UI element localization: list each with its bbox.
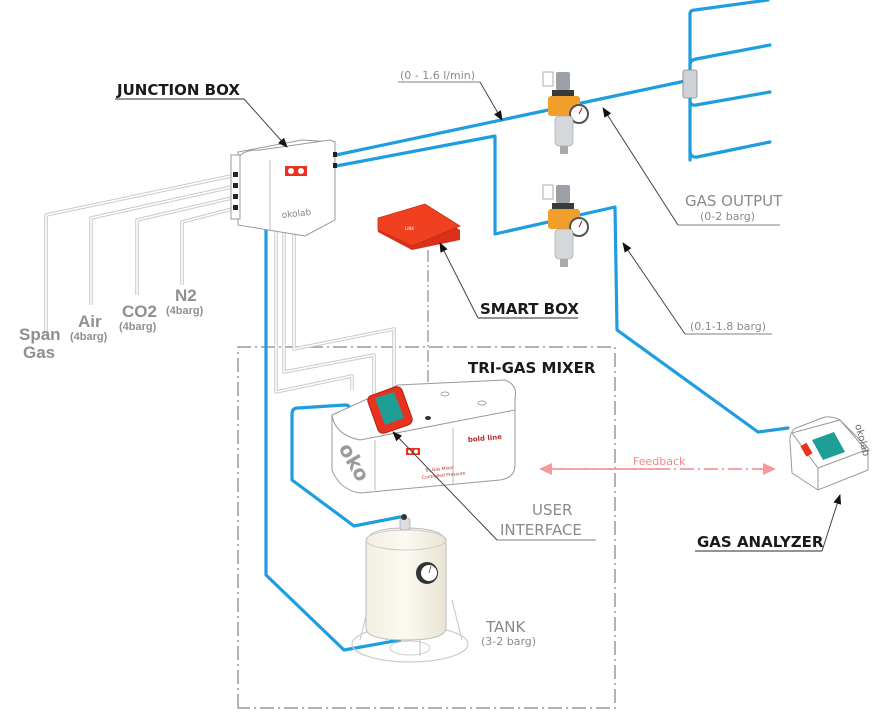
- gas-input-tubes: [44, 173, 237, 335]
- feedback-label: Feedback: [633, 455, 686, 468]
- smart-box[interactable]: LINK: [377, 203, 461, 250]
- output-manifold[interactable]: [682, 69, 698, 99]
- gas-analyzer[interactable]: okolab: [789, 416, 871, 491]
- tank[interactable]: [351, 514, 469, 663]
- gas-input-span-line1: Span: [19, 325, 61, 344]
- gas-analyzer-label: GAS ANALYZER: [697, 533, 824, 551]
- mixer-caption-1: Tri-Gas Mixer: [424, 465, 455, 474]
- mixer-product-name: bold line: [467, 433, 502, 444]
- junction-ports: [233, 152, 337, 210]
- gas-input-n2-pressure: (4barg): [166, 305, 204, 317]
- pipes: [264, 0, 790, 652]
- junction-brand: okolab: [281, 208, 312, 221]
- gas-output-label: GAS OUTPUT: [685, 192, 783, 210]
- junction-box[interactable]: okolab: [230, 139, 337, 237]
- gas-input-air-name: Air: [78, 312, 102, 331]
- user-interface-label-1: USER: [532, 501, 572, 519]
- tank-label: TANK: [485, 618, 526, 636]
- regulator-top[interactable]: [542, 71, 589, 154]
- regulator-bottom[interactable]: [542, 184, 589, 267]
- labels: JUNCTION BOX (0 - 1.6 l/min) GAS OUTPUT …: [116, 69, 824, 648]
- oko-logo-icon: [285, 166, 307, 176]
- gas-input-span-line2: Gas: [23, 343, 55, 362]
- gas-input-air-pressure: (4barg): [70, 331, 108, 343]
- feedback-pressure-label: (0.1-1.8 barg): [690, 320, 766, 333]
- user-interface-label-2: INTERFACE: [500, 521, 582, 539]
- tri-gas-mixer-unit[interactable]: oko bold line Tri-Gas Mixer Controlled P…: [331, 379, 516, 494]
- leader-lines: [115, 81, 842, 552]
- gas-input-labels: Span Gas Air (4barg) CO2 (4barg) N2 (4ba…: [19, 286, 204, 362]
- gas-input-n2-name: N2: [175, 286, 197, 305]
- flow-range-label: (0 - 1.6 l/min): [400, 69, 475, 82]
- gas-output-range-label: (0-2 barg): [700, 210, 755, 223]
- feedback-arrow: Feedback: [539, 455, 776, 475]
- gas-input-co2-pressure: (4barg): [119, 321, 157, 333]
- gas-input-co2-name: CO2: [122, 302, 157, 321]
- oko-logo-icon: [800, 442, 813, 457]
- junction-to-mixer-tubes: [274, 228, 396, 395]
- tri-gas-mixer-label: TRI-GAS MIXER: [468, 359, 596, 377]
- oko-logo-icon: [406, 448, 420, 455]
- junction-box-label: JUNCTION BOX: [116, 81, 240, 99]
- user-interface-tablet[interactable]: [367, 386, 413, 434]
- smart-box-marking: LINK: [405, 226, 414, 231]
- smart-box-label: SMART BOX: [480, 300, 579, 318]
- tri-gas-mixer-enclosure: [237, 346, 616, 709]
- tank-range-label: (3-2 barg): [481, 635, 536, 648]
- mixer-caption-2: Controlled Pressure: [422, 470, 466, 481]
- tank-pressure-gauge-icon: [416, 562, 438, 584]
